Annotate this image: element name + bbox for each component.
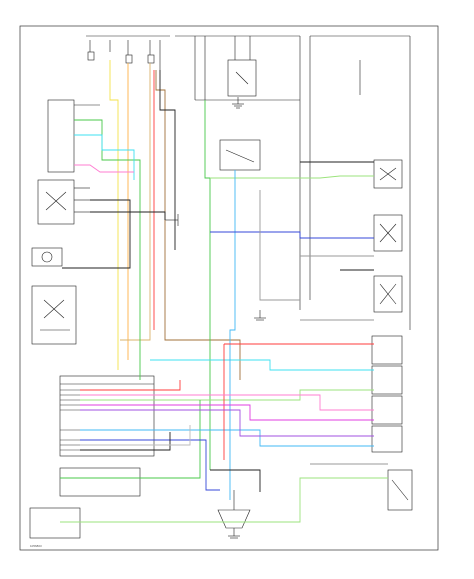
ground-symbol <box>228 528 240 539</box>
wire-green <box>204 100 211 470</box>
wire-green <box>74 119 141 380</box>
left-module-upper <box>47 99 100 173</box>
lower-left-connector <box>59 467 141 497</box>
connector-pin-ticks <box>60 389 80 451</box>
wire-magenta <box>80 404 374 421</box>
ground-symbols <box>165 97 266 539</box>
right-lower-actuator <box>387 469 413 511</box>
top-fuse-block <box>86 35 170 70</box>
wire-black <box>62 199 131 269</box>
wire-light-blue <box>80 429 374 447</box>
wire-green <box>60 400 201 479</box>
central-relay <box>219 139 261 171</box>
main-connector-block <box>59 375 155 457</box>
wire-cyan <box>150 359 374 371</box>
blower-motor <box>31 247 63 267</box>
diagram-frame <box>19 25 439 551</box>
wire-purple <box>80 409 374 437</box>
wire-white <box>80 425 191 446</box>
right-mode-door-actuators <box>371 335 403 453</box>
ground-symbol <box>232 97 244 109</box>
wire-blue <box>80 439 220 491</box>
wire-blue <box>210 231 374 239</box>
lower-left-label-box <box>29 507 81 539</box>
right-actuator-3 <box>373 275 403 313</box>
wire-brown <box>155 70 241 380</box>
wire-black <box>159 70 176 250</box>
wire-pink <box>80 394 374 411</box>
wire-yellow <box>109 60 119 370</box>
wire-tan <box>120 63 151 341</box>
wire-black <box>90 211 166 220</box>
wire-pink <box>74 164 134 173</box>
wire-red <box>80 380 181 391</box>
right-actuator-2 <box>373 214 403 252</box>
footer-reference-code: 1056803 <box>30 544 42 548</box>
wire-cyan <box>74 134 135 180</box>
ground-symbol <box>254 310 266 321</box>
right-actuator-1 <box>373 159 403 189</box>
wire-light-green <box>210 175 374 179</box>
wire-light-blue <box>229 170 236 500</box>
wire-black <box>80 432 171 451</box>
wire-light-green <box>60 477 388 523</box>
wire-black <box>210 469 261 492</box>
wire-layer <box>60 60 388 523</box>
ground-symbol <box>165 214 179 226</box>
wire-gray <box>259 190 300 301</box>
hvac-control-head <box>31 285 77 345</box>
blower-switch-module <box>37 179 90 225</box>
